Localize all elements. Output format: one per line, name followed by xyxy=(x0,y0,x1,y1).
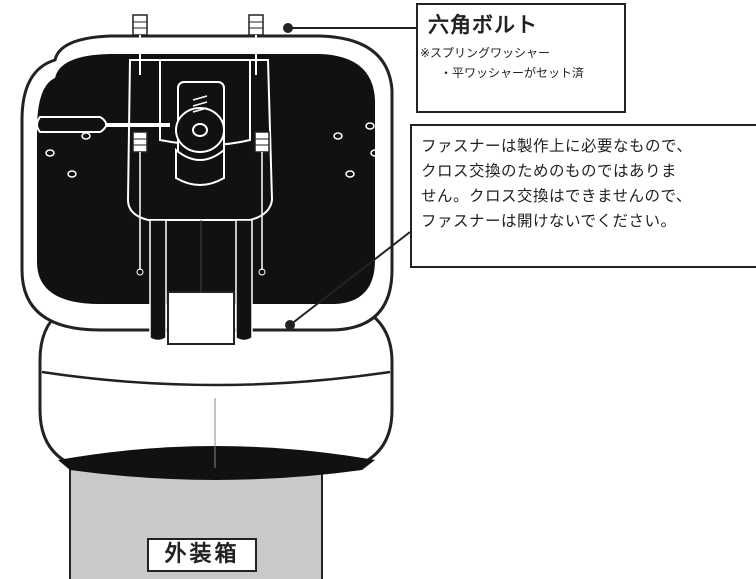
leader-lines xyxy=(283,23,416,330)
callout-line: クロス交換のためのものではありま xyxy=(421,162,678,180)
hex-bolt-icon xyxy=(132,14,264,75)
seat-cushion xyxy=(38,296,394,480)
callout-line: ファスナーは開けないでください。 xyxy=(421,212,677,230)
callout-title: 六角ボルト xyxy=(428,13,538,37)
hex-bolt-callout: 六角ボルト ※スプリングワッシャー ・平ワッシャーがセット済 xyxy=(416,3,626,113)
hex-bolt-icon xyxy=(132,131,270,276)
gas-cylinder xyxy=(175,95,225,186)
screwdriver-icon xyxy=(36,116,170,133)
fastener-warning-callout: ファスナーは製作上に必要なもので、 クロス交換のためのものではありま せん。クロ… xyxy=(410,124,756,268)
callout-note: ※スプリングワッシャー xyxy=(420,46,551,60)
callout-line: せん。クロス交換はできませんので、 xyxy=(421,187,692,205)
callout-note: ・平ワッシャーがセット済 xyxy=(440,66,585,80)
support-arms xyxy=(149,219,253,345)
callout-line: ファスナーは製作上に必要なもので、 xyxy=(421,137,693,155)
outer-carton-label: 外装箱 xyxy=(147,538,257,572)
